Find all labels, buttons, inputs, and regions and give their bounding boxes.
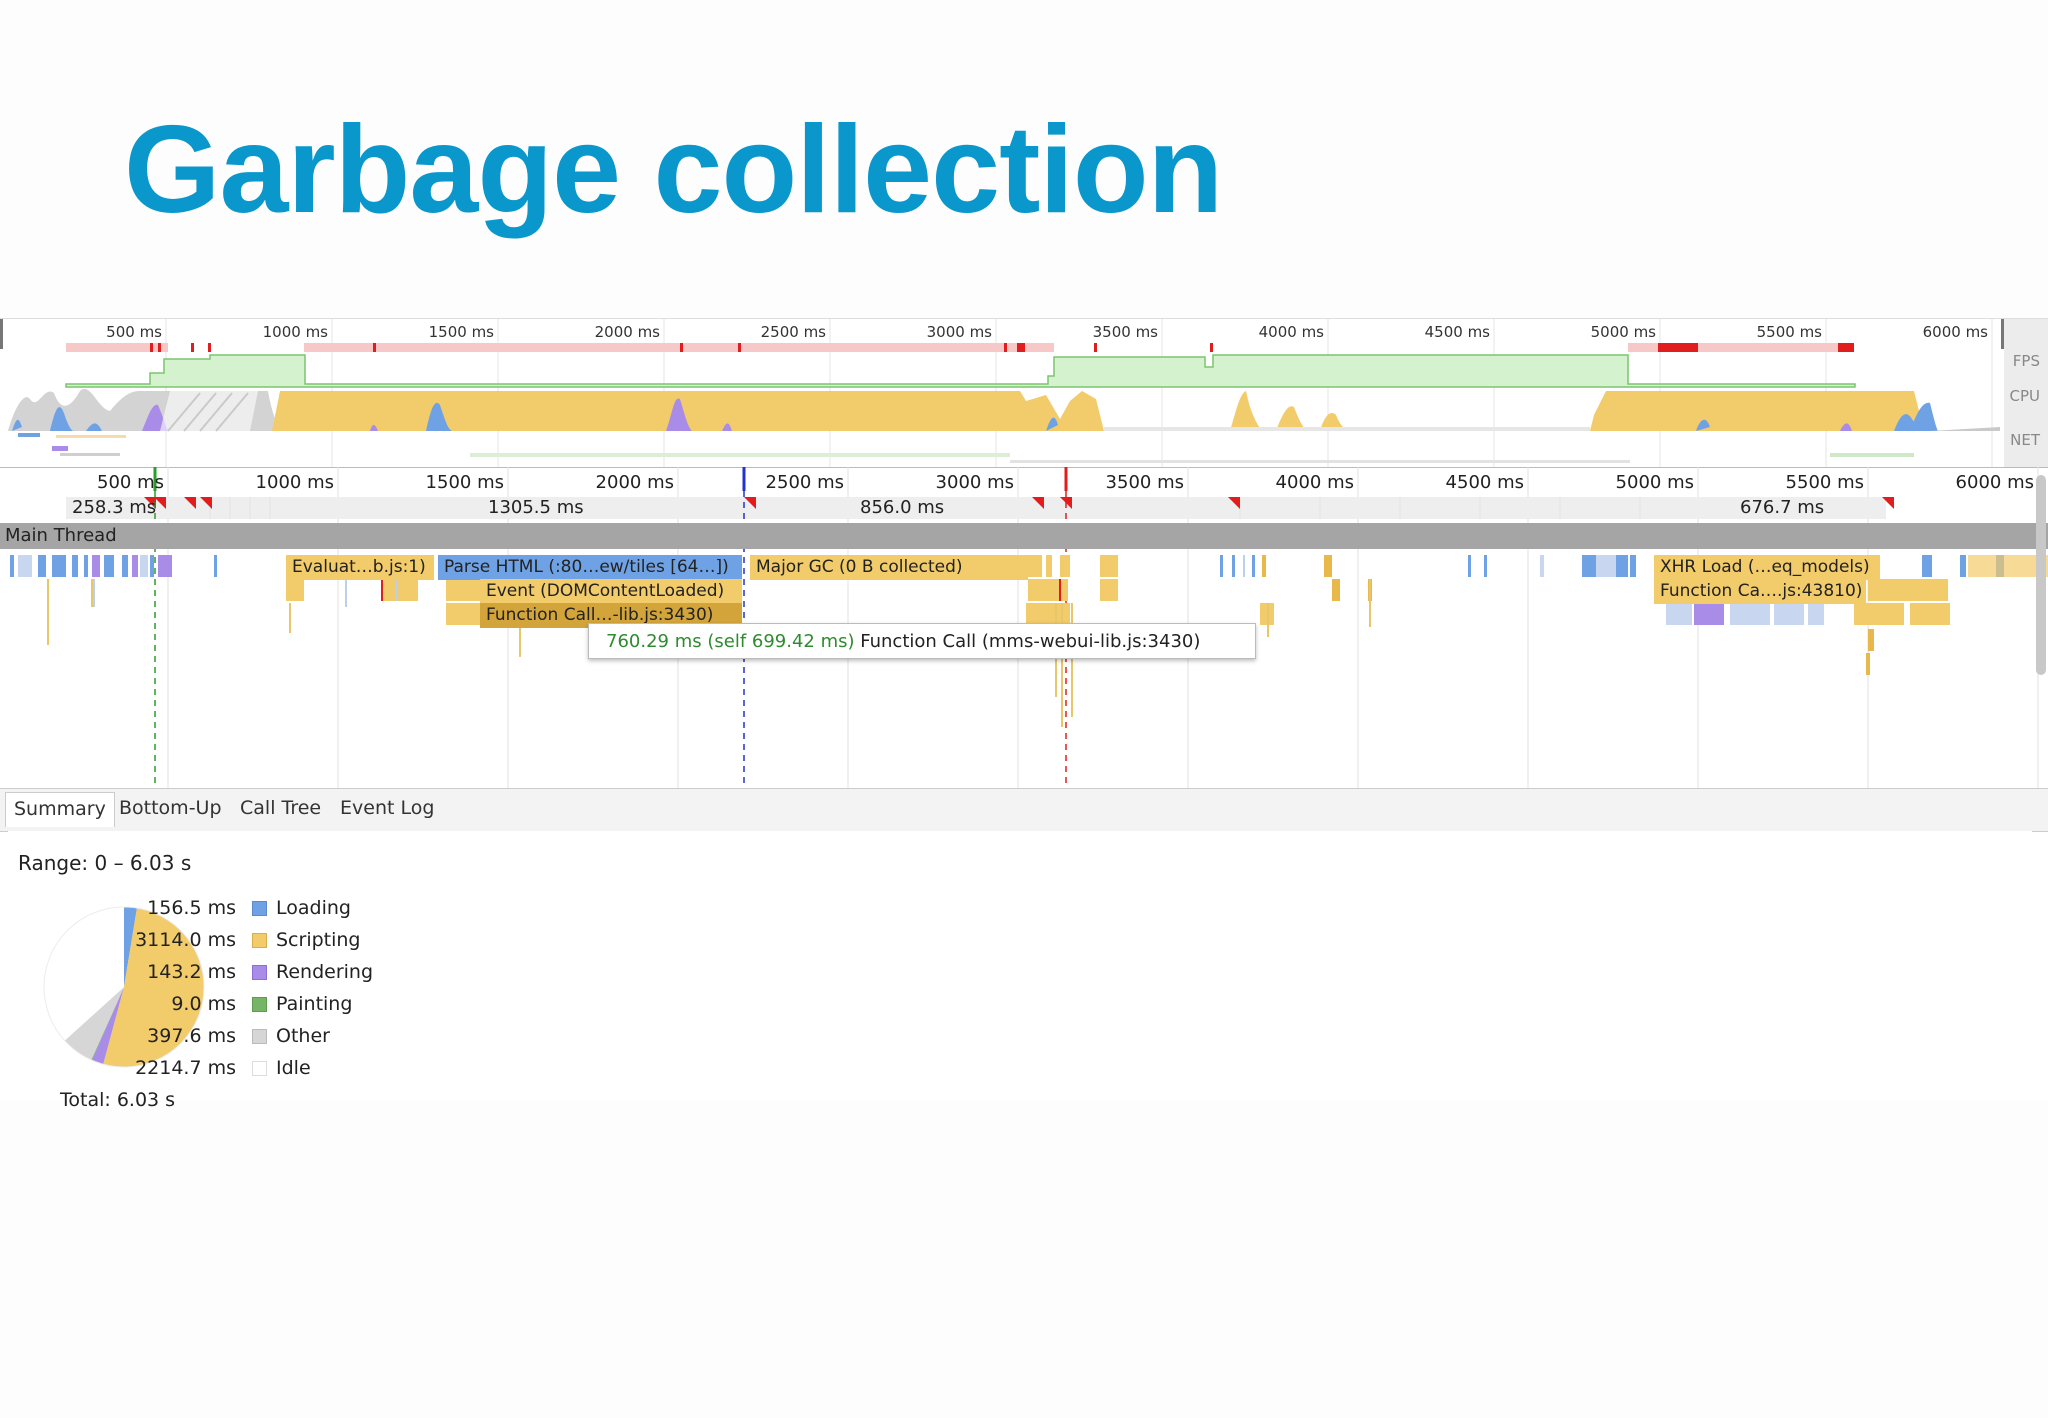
time-tick: 2000 ms	[595, 472, 674, 493]
tab-call-tree[interactable]: Call Tree	[240, 797, 322, 819]
overview-tick: 500 ms	[106, 323, 162, 341]
total-time: Total: 6.03 s	[60, 1089, 176, 1111]
summary-pie-chart	[43, 906, 205, 1068]
time-tick: 500 ms	[97, 472, 164, 493]
timeline-overview[interactable]: FPS CPU NET 500 ms 1000 ms 1500 ms 2000 …	[0, 318, 2048, 468]
legend-row-scripting: 3114.0 ms Scripting	[135, 929, 458, 955]
flame-chart[interactable]: 500 ms 1000 ms 1500 ms 2000 ms 2500 ms 3…	[0, 467, 2048, 788]
overview-handle-left[interactable]	[0, 319, 3, 349]
frame-duration[interactable]: 1305.5 ms	[488, 497, 584, 518]
net-strip	[18, 433, 1914, 463]
thread-name: Main Thread	[5, 525, 117, 546]
time-tick: 6000 ms	[1955, 472, 2034, 493]
rendering-time: 143.2 ms	[147, 961, 236, 983]
frame-duration[interactable]: 258.3 ms	[72, 497, 157, 518]
devtools-timeline-panel: FPS CPU NET 500 ms 1000 ms 1500 ms 2000 …	[0, 318, 2048, 1111]
other-swatch	[252, 1029, 267, 1044]
tooltip-time: 760.29 ms (self 699.42 ms)	[606, 631, 855, 652]
rendering-label: Rendering	[276, 961, 374, 983]
frame-markers	[144, 497, 1894, 509]
painting-label: Painting	[276, 993, 353, 1015]
event-function-call-2[interactable]: Function Ca….js:43810)	[1654, 579, 1866, 604]
overview-tick: 5500 ms	[1756, 323, 1822, 341]
rendering-swatch	[252, 965, 267, 980]
overview-label-strip	[2004, 319, 2048, 467]
event-domcontentloaded[interactable]: Event (DOMContentLoaded)	[480, 579, 742, 604]
tab-event-log[interactable]: Event Log	[340, 797, 435, 819]
long-frame-strip	[66, 343, 1854, 352]
vertical-scrollbar[interactable]	[2036, 475, 2046, 675]
pie-slice-other	[64, 987, 124, 1060]
time-tick: 3500 ms	[1105, 472, 1184, 493]
event-xhr-load[interactable]: XHR Load (…eq_models)	[1654, 555, 1880, 580]
event-parse-html[interactable]: Parse HTML (:80…ew/tiles [64…])	[438, 555, 742, 580]
overview-tick: 3000 ms	[926, 323, 992, 341]
event-evaluate-script[interactable]: Evaluat…b.js:1)	[286, 555, 434, 580]
legend-row-idle: 2214.7 ms Idle	[135, 1057, 458, 1083]
time-tick: 5500 ms	[1785, 472, 1864, 493]
time-tick: 4500 ms	[1445, 472, 1524, 493]
loading-swatch	[252, 901, 267, 916]
details-tabbar: Summary Bottom-Up Call Tree Event Log	[0, 788, 2048, 832]
flame-slivers	[10, 555, 2048, 727]
loading-label: Loading	[276, 897, 351, 919]
fps-label: FPS	[2012, 352, 2040, 370]
cpu-chart	[8, 388, 2000, 432]
fps-area	[65, 354, 1856, 388]
summary-panel: Range: 0 – 6.03 s 156.5 ms Loading 3114.…	[8, 831, 2032, 1111]
time-tick: 5000 ms	[1615, 472, 1694, 493]
scripting-time: 3114.0 ms	[135, 929, 236, 951]
scripting-label: Scripting	[276, 929, 361, 951]
tab-bottom-up[interactable]: Bottom-Up	[119, 797, 222, 819]
legend-row-rendering: 143.2 ms Rendering	[138, 961, 458, 987]
overview-tick: 1000 ms	[262, 323, 328, 341]
pie-outline	[43, 906, 205, 1068]
time-tick: 4000 ms	[1275, 472, 1354, 493]
flame-chart-graph	[10, 467, 2048, 788]
idle-label: Idle	[276, 1057, 311, 1079]
overview-tick: 6000 ms	[1922, 323, 1988, 341]
idle-time: 2214.7 ms	[135, 1057, 236, 1079]
overview-tick: 5000 ms	[1590, 323, 1656, 341]
other-label: Other	[276, 1025, 330, 1047]
other-time: 397.6 ms	[147, 1025, 236, 1047]
tab-summary[interactable]: Summary	[5, 792, 115, 827]
loading-time: 156.5 ms	[147, 897, 236, 919]
scripting-swatch	[252, 933, 267, 948]
overview-tick: 2000 ms	[594, 323, 660, 341]
range-label: Range: 0 – 6.03 s	[18, 851, 192, 875]
overview-tick: 4000 ms	[1258, 323, 1324, 341]
event-major-gc[interactable]: Major GC (0 B collected)	[750, 555, 1028, 580]
pie-slice-loading	[124, 907, 137, 987]
frame-duration[interactable]: 856.0 ms	[860, 497, 945, 518]
frame-duration[interactable]: 676.7 ms	[1740, 497, 1825, 518]
legend-row-other: 397.6 ms Other	[138, 1025, 458, 1051]
time-tick: 2500 ms	[765, 472, 844, 493]
painting-time: 9.0 ms	[171, 993, 236, 1015]
time-tick: 1500 ms	[425, 472, 504, 493]
pie-slice-rendering	[91, 987, 124, 1065]
tooltip-event-name: Function Call (mms-webui-lib.js:3430)	[860, 631, 1201, 652]
pie-slice-idle	[43, 907, 124, 1041]
legend-row-loading: 156.5 ms Loading	[138, 897, 458, 923]
overview-graph	[8, 319, 2000, 467]
net-label: NET	[2010, 431, 2040, 449]
slide-title: Garbage collection	[124, 101, 1223, 239]
time-tick: 3000 ms	[935, 472, 1014, 493]
idle-swatch	[252, 1061, 267, 1076]
cpu-label: CPU	[2009, 387, 2041, 405]
main-thread-header[interactable]: Main Thread	[0, 523, 2048, 549]
event-tooltip: 760.29 ms (self 699.42 ms) Function Call…	[588, 623, 1256, 659]
overview-tick: 3500 ms	[1092, 323, 1158, 341]
painting-swatch	[252, 997, 267, 1012]
overview-tick: 1500 ms	[428, 323, 494, 341]
overview-handle-right[interactable]	[2001, 319, 2005, 349]
pie-slice-scripting	[103, 908, 204, 1067]
legend-row-painting: 9.0 ms Painting	[138, 993, 458, 1019]
time-tick: 1000 ms	[255, 472, 334, 493]
overview-tick: 2500 ms	[760, 323, 826, 341]
overview-tick: 4500 ms	[1424, 323, 1490, 341]
pie-slice-painting	[91, 987, 124, 1061]
